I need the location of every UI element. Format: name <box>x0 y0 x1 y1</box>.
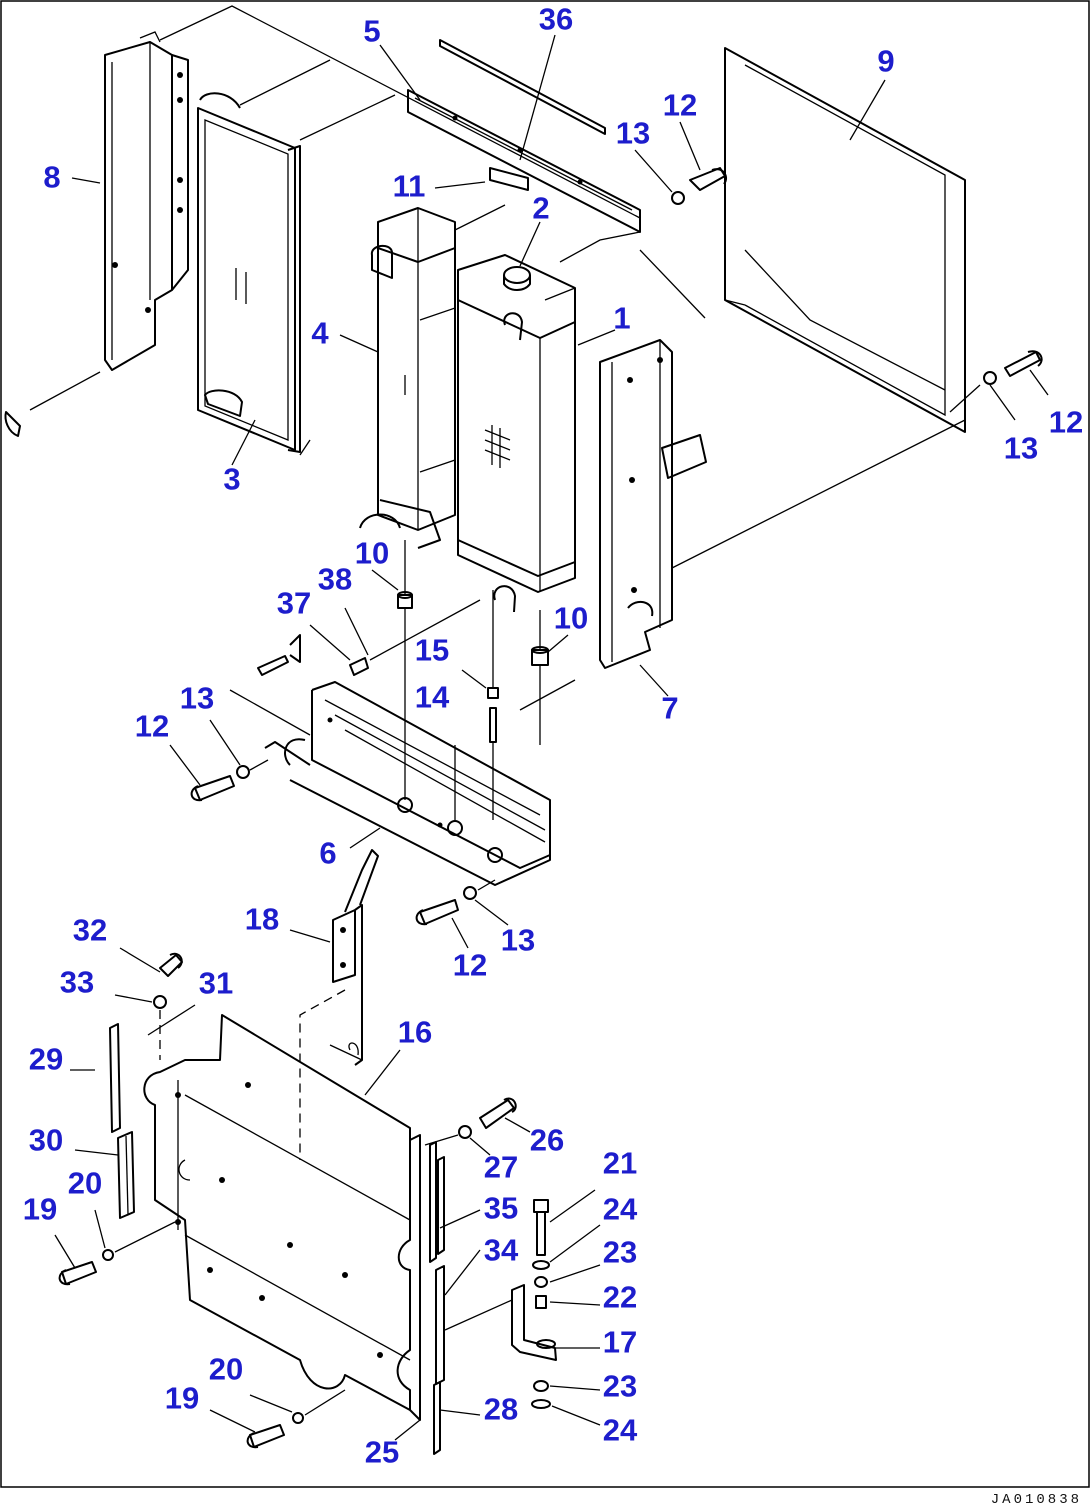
callout-13c: 13 <box>179 680 215 716</box>
callout-12b: 12 <box>1048 404 1084 440</box>
nut-23-lower <box>533 1380 549 1392</box>
part-8-side-plate <box>104 31 189 371</box>
part-5-upper-bracket <box>407 89 641 233</box>
callout-17: 17 <box>602 1324 638 1360</box>
callout-11: 11 <box>392 168 426 204</box>
callout-23a: 23 <box>602 1234 638 1270</box>
callout-10a: 10 <box>354 535 390 571</box>
part-11-plate <box>489 167 529 191</box>
callout-35: 35 <box>483 1190 519 1226</box>
callout-2: 2 <box>532 190 550 226</box>
part-1-radiator <box>457 254 576 613</box>
callout-27: 27 <box>483 1149 519 1185</box>
callout-20a: 20 <box>67 1165 103 1201</box>
callout-32: 32 <box>72 912 108 948</box>
bolt-26 <box>479 1097 517 1129</box>
bolt-19-lower <box>246 1424 285 1449</box>
bolt-19-upper <box>58 1261 97 1286</box>
callout-3: 3 <box>223 461 241 497</box>
part-15-nut <box>487 687 499 699</box>
callout-34: 34 <box>483 1232 519 1268</box>
callout-29: 29 <box>28 1041 64 1077</box>
part-6-tray <box>264 681 551 886</box>
callout-22: 22 <box>602 1279 638 1315</box>
part-30-strip <box>117 1131 135 1219</box>
part-3-radiator-core <box>197 92 311 456</box>
part-29-strip <box>109 1023 121 1133</box>
washer-24-lower <box>531 1399 551 1409</box>
washer-13-right <box>983 371 997 385</box>
callout-4: 4 <box>311 315 329 351</box>
drawing-code: JA010838 <box>990 1492 1082 1508</box>
callout-1: 1 <box>613 300 631 336</box>
bolt-21 <box>533 1199 549 1256</box>
part-14-stud <box>489 707 497 743</box>
callout-30: 30 <box>28 1122 64 1158</box>
callout-10b: 10 <box>553 600 589 636</box>
callout-16: 16 <box>397 1014 433 1050</box>
callout-21: 21 <box>602 1145 638 1181</box>
washer-20-upper <box>102 1249 114 1261</box>
callout-9: 9 <box>877 43 895 79</box>
part-17-bracket <box>511 1284 557 1361</box>
callout-19b: 19 <box>164 1380 200 1416</box>
washer-13-left <box>236 765 250 779</box>
part-34-strip <box>435 1265 445 1385</box>
part-18-bracket <box>332 849 379 1066</box>
callout-24b: 24 <box>602 1412 638 1448</box>
part-36-rod <box>439 39 606 135</box>
part-28-strip <box>433 1381 441 1455</box>
bolt-32 <box>159 952 183 977</box>
callout-26: 26 <box>529 1122 565 1158</box>
washer-27 <box>458 1125 472 1139</box>
part-9-shroud <box>724 47 966 433</box>
washer-13-lower <box>463 886 477 900</box>
callout-24a: 24 <box>602 1191 638 1227</box>
callout-5: 5 <box>363 13 381 49</box>
callout-13b: 13 <box>1003 430 1039 466</box>
washer-33 <box>153 995 167 1009</box>
callout-31: 31 <box>198 965 234 1001</box>
callout-28: 28 <box>483 1391 519 1427</box>
callout-13a: 13 <box>615 115 651 151</box>
washer-20-lower <box>292 1412 304 1424</box>
washer-24-upper <box>532 1260 550 1270</box>
callout-37: 37 <box>276 585 312 621</box>
part-2-cap <box>503 266 531 291</box>
nut-23-upper <box>534 1276 548 1288</box>
callout-38: 38 <box>317 561 353 597</box>
part-4-aftercooler <box>359 207 456 549</box>
callout-33: 33 <box>59 964 95 1000</box>
callout-15: 15 <box>414 632 450 668</box>
part-7-side-plate <box>599 339 707 669</box>
callout-12d: 12 <box>452 947 488 983</box>
collar-22 <box>535 1295 547 1309</box>
callout-12a: 12 <box>662 87 698 123</box>
washer-13-upper <box>671 191 685 205</box>
part-16-lower-panel <box>143 1014 421 1421</box>
part-38-clamp <box>349 657 369 676</box>
callout-8: 8 <box>43 159 61 195</box>
callout-20b: 20 <box>208 1351 244 1387</box>
callout-19a: 19 <box>22 1191 58 1227</box>
callout-6: 6 <box>319 835 337 871</box>
part-37-clip <box>257 634 301 676</box>
bolt-12-upper <box>689 167 728 191</box>
callout-23b: 23 <box>602 1368 638 1404</box>
callout-7: 7 <box>661 690 679 726</box>
callout-18: 18 <box>244 901 280 937</box>
bolt-12-left <box>190 775 235 802</box>
part-35-strip <box>429 1141 445 1263</box>
callout-25: 25 <box>364 1434 400 1470</box>
callout-12c: 12 <box>134 708 170 744</box>
bolt-12-right <box>1004 350 1043 377</box>
callout-13d: 13 <box>500 922 536 958</box>
callout-14: 14 <box>414 679 450 715</box>
callout-36: 36 <box>538 1 574 37</box>
bolt-12-lower <box>415 899 459 926</box>
